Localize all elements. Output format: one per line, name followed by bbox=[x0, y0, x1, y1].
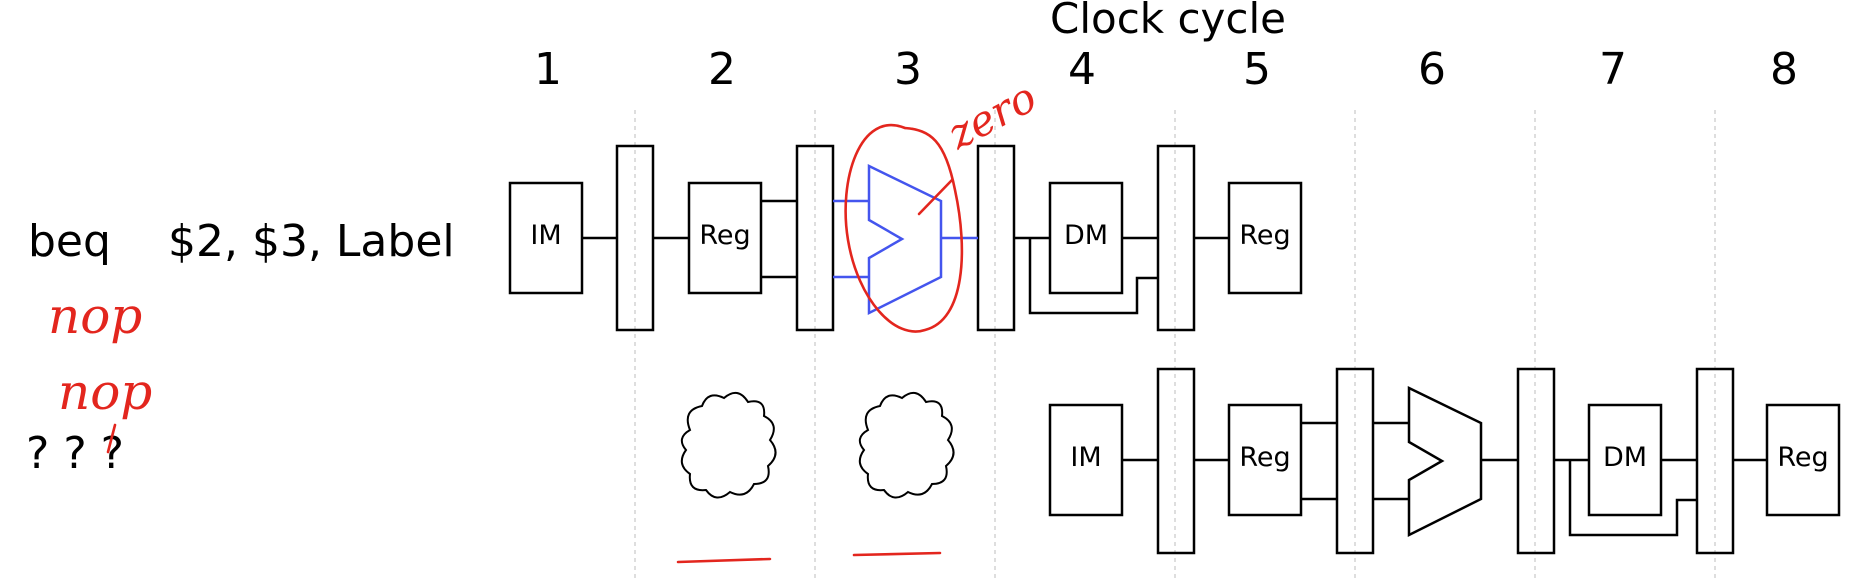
beq-wb-reg-label: Reg bbox=[1239, 220, 1290, 251]
next-dm-label: DM bbox=[1603, 442, 1647, 473]
underline-cycle-2 bbox=[676, 557, 772, 564]
beq-reg-box bbox=[687, 181, 763, 295]
stage-labels: IM Reg DM Reg IM Reg DM Reg bbox=[530, 220, 1828, 473]
next-instruction-pipeline bbox=[1048, 367, 1841, 555]
cycle-label-6: 6 bbox=[1418, 44, 1446, 95]
cycle-label-4: 4 bbox=[1068, 44, 1096, 95]
beq-pipeline bbox=[508, 144, 1303, 332]
next-reg-box bbox=[1227, 403, 1303, 517]
next-wb-reg-box bbox=[1765, 403, 1841, 517]
cycle-label-5: 5 bbox=[1243, 44, 1271, 95]
beq-ex-mem-register bbox=[976, 144, 1016, 332]
zero-pointer-annotation bbox=[917, 178, 954, 216]
beq-im-label: IM bbox=[530, 220, 561, 251]
cycle-label-8: 8 bbox=[1770, 44, 1798, 95]
beq-mem-wb-register bbox=[1156, 144, 1196, 332]
underline-cycle-3 bbox=[852, 551, 942, 557]
next-reg-label: Reg bbox=[1239, 442, 1290, 473]
cycle-label-1: 1 bbox=[534, 44, 562, 95]
beq-alu-shape bbox=[867, 164, 943, 316]
next-im-label: IM bbox=[1070, 442, 1101, 473]
instruction-2-unknown: ? ? ? bbox=[26, 428, 125, 479]
cycle-label-3: 3 bbox=[894, 44, 922, 95]
beq-reg-label: Reg bbox=[699, 220, 750, 251]
alu-circle-annotation bbox=[844, 124, 964, 333]
cycle-guides bbox=[634, 110, 1716, 581]
instruction-1-operands: $2, $3, Label bbox=[168, 216, 455, 267]
beq-alu-highlight bbox=[833, 164, 978, 316]
nop-annotation-2: nop bbox=[58, 363, 152, 421]
nop-arrow bbox=[106, 423, 117, 454]
beq-dm-label: DM bbox=[1064, 220, 1108, 251]
next-id-ex-register bbox=[1335, 367, 1375, 555]
instruction-1-opcode: beq bbox=[28, 216, 111, 267]
next-wb-reg-label: Reg bbox=[1777, 442, 1828, 473]
bubble-cloud-cycle-2 bbox=[680, 391, 777, 499]
next-if-id-register bbox=[1156, 367, 1196, 555]
next-mem-wb-register bbox=[1695, 367, 1735, 555]
nop-annotation-1: nop bbox=[48, 287, 142, 345]
beq-id-ex-register bbox=[795, 144, 835, 332]
cycle-label-7: 7 bbox=[1599, 44, 1627, 95]
beq-wb-reg-box bbox=[1227, 181, 1303, 295]
bubble-cloud-cycle-3 bbox=[858, 391, 955, 499]
cycle-label-2: 2 bbox=[708, 44, 736, 95]
next-alu-shape bbox=[1407, 386, 1483, 538]
next-ex-mem-register bbox=[1516, 367, 1556, 555]
clock-cycle-title: Clock cycle bbox=[1050, 0, 1287, 43]
stall-bubbles bbox=[680, 391, 955, 499]
red-annotations bbox=[106, 124, 964, 564]
